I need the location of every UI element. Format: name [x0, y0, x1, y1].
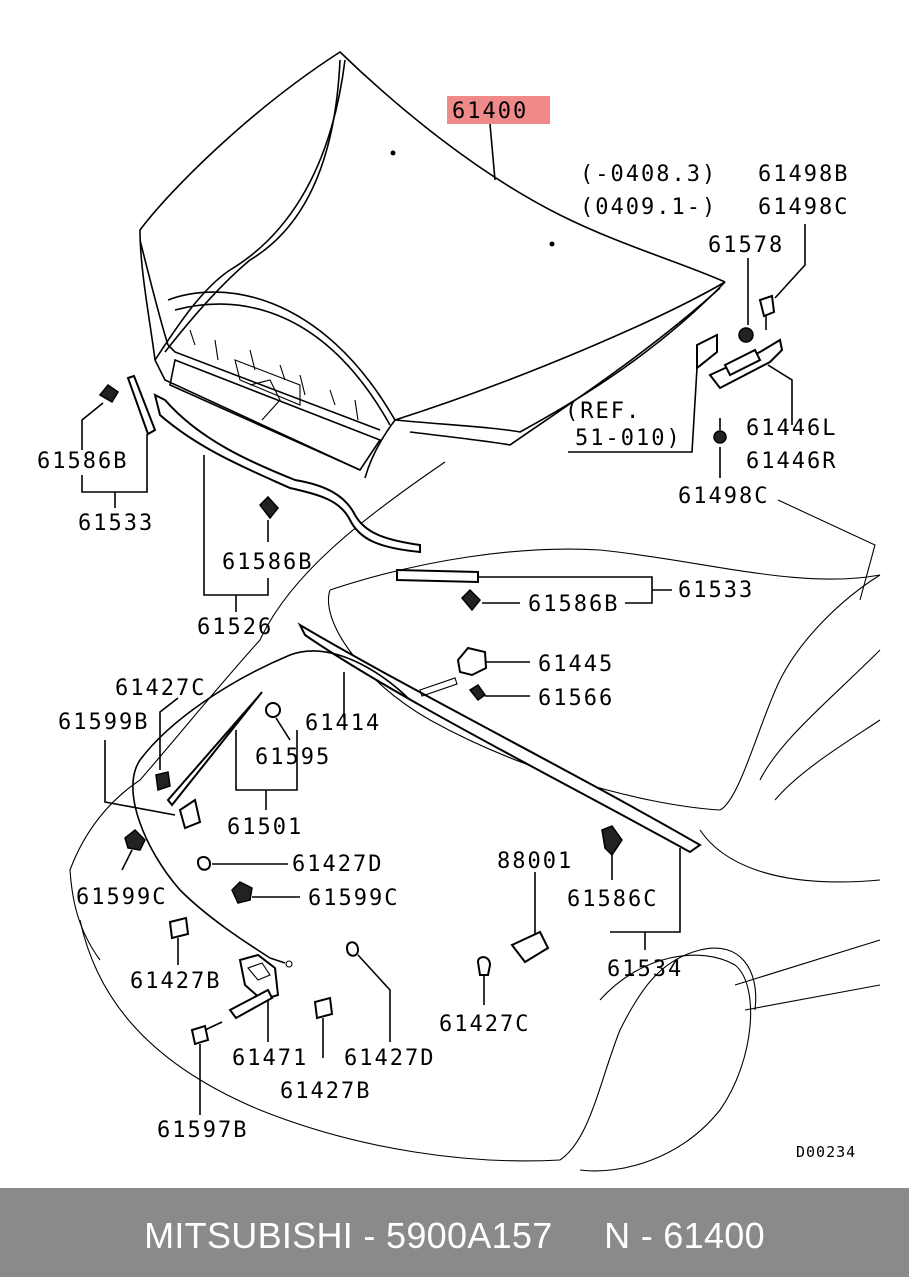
ref-text-1: (REF. — [565, 399, 641, 424]
label-61599c-left: 61599C — [76, 885, 167, 910]
label-61498b: 61498B — [758, 162, 849, 187]
label-61471: 61471 — [232, 1046, 308, 1071]
label-61586b-left: 61586B — [37, 449, 128, 474]
label-61414: 61414 — [305, 711, 381, 736]
label-61586c: 61586C — [567, 887, 658, 912]
label-61427c-bottom: 61427C — [439, 1012, 530, 1037]
label-88001: 88001 — [497, 849, 573, 874]
footer-part-number: 5900A157 — [386, 1215, 553, 1256]
weatherstrip-left — [81, 374, 157, 508]
parts-diagram: 61400 (-0408.3) 61498B (0409.1-) 61498C … — [37, 50, 881, 1172]
label-61586b-right: 61586B — [528, 592, 619, 617]
hood-seal-61534 — [297, 622, 702, 950]
label-61599c-right: 61599C — [308, 886, 399, 911]
hood-61400 — [139, 50, 726, 479]
hood-seal-61526 — [153, 393, 421, 612]
lock-parts — [419, 646, 530, 702]
label-61446r: 61446R — [746, 449, 837, 474]
label-61501: 61501 — [227, 815, 303, 840]
label-61586b-mid: 61586B — [222, 550, 313, 575]
label-61427c-top: 61427C — [115, 676, 206, 701]
footer-ref: N — [604, 1215, 631, 1256]
label-61446l: 61446L — [746, 416, 837, 441]
lower-left-parts — [121, 828, 300, 965]
main-part-label: 61400 — [452, 99, 528, 124]
bolt-61597b — [190, 1021, 223, 1115]
label-61498c-top: 61498C — [758, 195, 849, 220]
label-61599b: 61599B — [58, 710, 149, 735]
hood-prop-rod — [166, 691, 298, 830]
date-range-2: (0409.1-) — [580, 195, 717, 220]
label-61534: 61534 — [607, 957, 683, 982]
footer-ref-number: 61400 — [663, 1215, 765, 1256]
label-61578: 61578 — [708, 233, 784, 258]
drawing-code: D00234 — [796, 1143, 856, 1161]
label-61427d-mid: 61427D — [292, 852, 383, 877]
label-61566: 61566 — [538, 686, 614, 711]
date-range-1: (-0408.3) — [580, 162, 717, 187]
hinge-assembly — [696, 294, 784, 444]
label-61445: 61445 — [538, 652, 614, 677]
release-cable-61414 — [132, 650, 411, 968]
label-61533-right: 61533 — [678, 578, 754, 603]
weatherstrip-right — [396, 568, 672, 612]
label-61498c: 61498C — [678, 484, 769, 509]
ref-text-2: 51-010) — [575, 426, 682, 451]
footer-bar: MITSUBISHI - 5900A157 N - 61400 — [0, 1188, 909, 1277]
label-61533-left: 61533 — [78, 511, 154, 536]
label-61427b-left: 61427B — [130, 969, 221, 994]
label-61595: 61595 — [255, 745, 331, 770]
footer-text: MITSUBISHI - 5900A157 N - 61400 — [144, 1215, 765, 1256]
label-61427d-bottom: 61427D — [344, 1046, 435, 1071]
main-part-highlight — [447, 96, 550, 124]
hood-latch-61471 — [228, 953, 280, 1042]
vehicle-body-outline — [69, 461, 881, 1172]
footer-brand: MITSUBISHI — [144, 1215, 354, 1256]
label-61427b-bottom: 61427B — [280, 1079, 371, 1104]
label-61526: 61526 — [197, 615, 273, 640]
label-61597b: 61597B — [157, 1118, 248, 1143]
